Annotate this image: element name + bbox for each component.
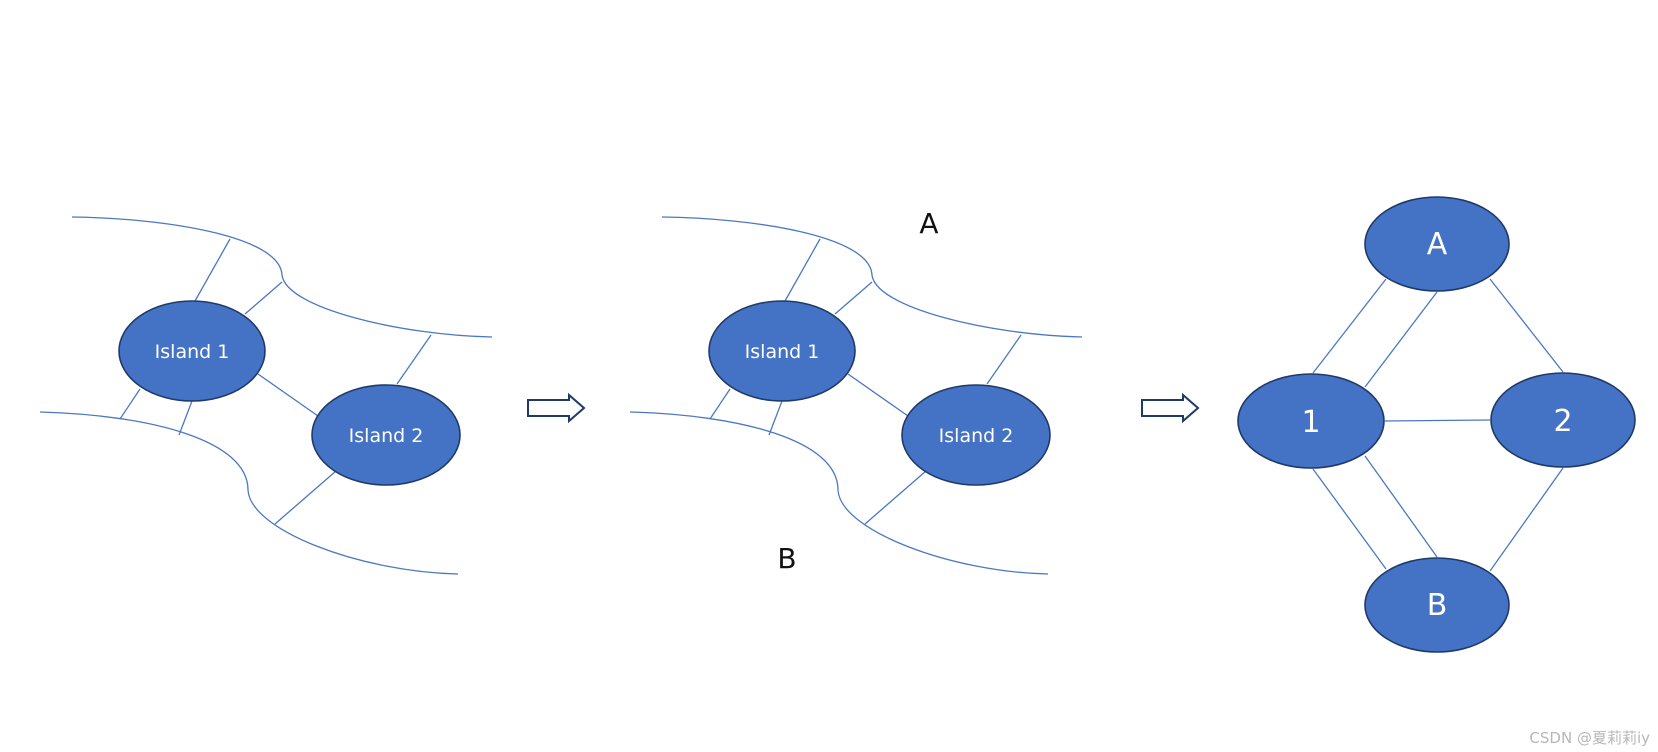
- panel-1-upper-bank: [71, 216, 493, 338]
- panel-2-bridge: [847, 373, 909, 417]
- graph-edge-1-a: [1312, 278, 1387, 374]
- graph-edge-1-b: [1312, 468, 1387, 570]
- graph-node-a: [1364, 196, 1510, 292]
- panel-1-bridge: [274, 470, 337, 525]
- panel-2-bridge: [768, 400, 783, 436]
- panel-1-island-1: [118, 300, 266, 402]
- graph-node-1: [1237, 373, 1385, 469]
- transition-arrow-2: [1141, 392, 1200, 424]
- panel-2-upper-bank: [661, 216, 1083, 338]
- graph-edge-1-b: [1364, 455, 1438, 558]
- graph-node-b-label: B: [1427, 588, 1448, 623]
- graph-edge-2-b: [1489, 467, 1564, 572]
- graph-node-a-label: A: [1427, 227, 1448, 262]
- graph-node-2-label: 2: [1553, 404, 1572, 439]
- panel-2-region-a-label: A: [919, 207, 938, 240]
- panel-2-bridge: [986, 334, 1022, 385]
- panel-2-island-1-label: Island 1: [745, 341, 820, 363]
- graph-node-1-label: 1: [1301, 405, 1320, 440]
- panel-2-bridge: [709, 388, 731, 420]
- panel-2-region-b-label: B: [777, 542, 796, 575]
- panel-1-bridge: [244, 281, 283, 315]
- panel-2-island-2-label: Island 2: [939, 425, 1014, 447]
- panel-1-island-2-label: Island 2: [349, 425, 424, 447]
- graph-edge-1-2: [1384, 419, 1491, 422]
- panel-1-bridge: [178, 400, 193, 436]
- panel-1-bridge: [119, 388, 141, 420]
- panel-2-island-1: [708, 300, 856, 402]
- watermark: CSDN @夏莉莉iy: [1529, 729, 1650, 747]
- panel-2-bridge: [834, 281, 873, 315]
- panel-1-island-1-label: Island 1: [155, 341, 230, 363]
- panel-2-map: Island 1 Island 2 A B: [629, 207, 1083, 575]
- panel-2-lower-bank: [629, 411, 1049, 575]
- panel-1-bridge: [257, 373, 319, 417]
- graph-edge-a-2: [1489, 278, 1564, 373]
- panel-1-bridge: [194, 238, 231, 302]
- panel-2-bridge: [784, 238, 821, 302]
- graph-panel: A 1 2 B: [1237, 196, 1636, 653]
- panel-1-island-2: [311, 384, 461, 486]
- panel-1-map: Island 1 Island 2: [39, 216, 493, 575]
- panel-2-island-2: [901, 384, 1051, 486]
- transition-arrow-1: [527, 392, 586, 424]
- graph-edge-1-a: [1364, 291, 1438, 388]
- graph-node-2: [1490, 372, 1636, 468]
- panel-1-bridge: [396, 334, 432, 385]
- panel-1-lower-bank: [39, 411, 459, 575]
- graph-node-b: [1364, 557, 1510, 653]
- panel-2-bridge: [864, 470, 927, 525]
